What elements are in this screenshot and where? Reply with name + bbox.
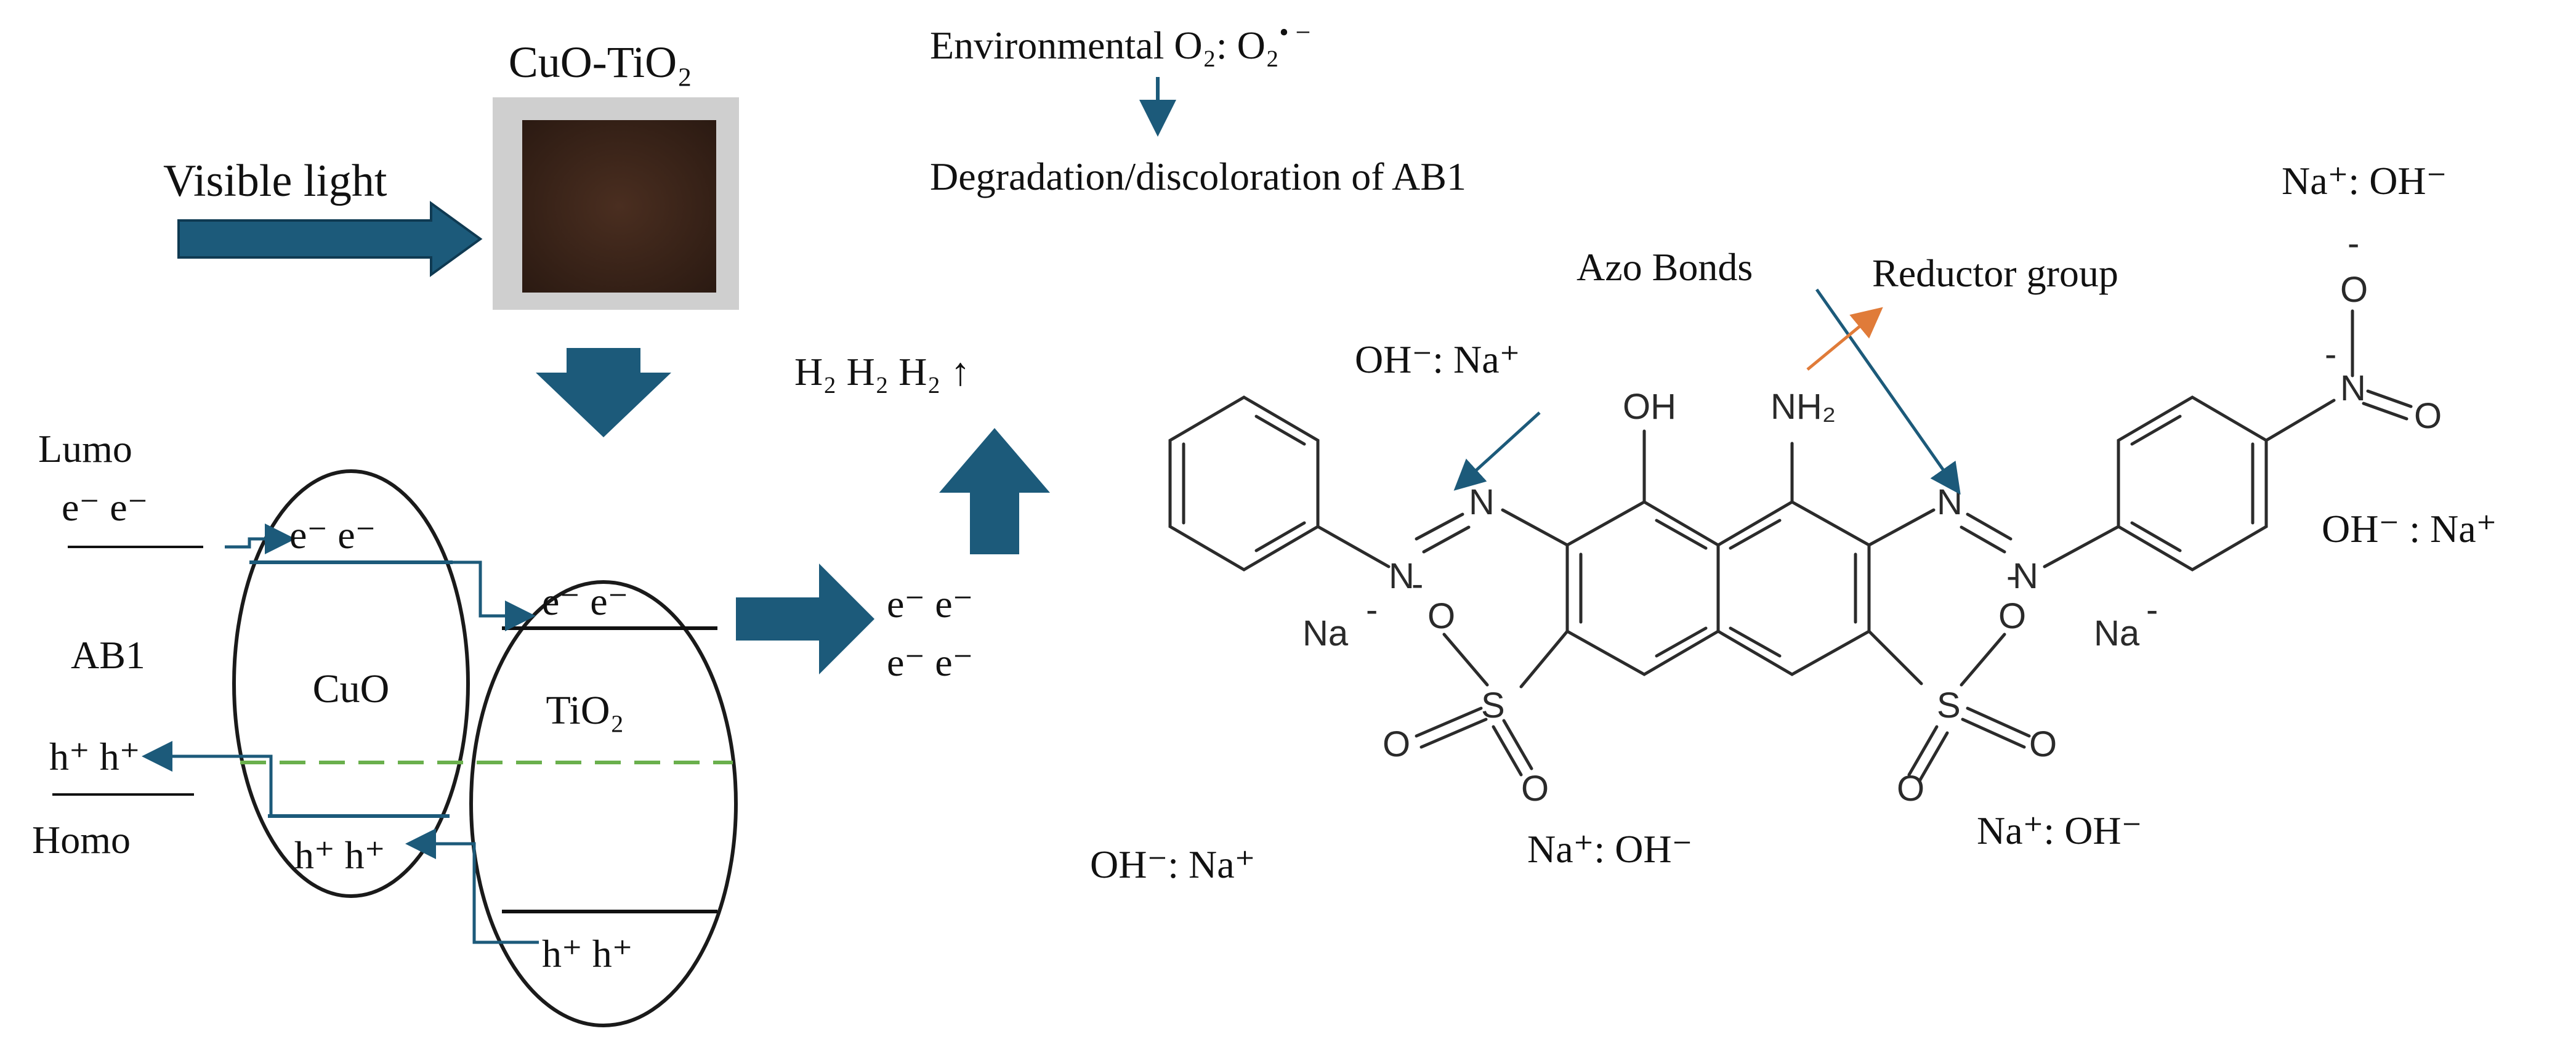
reductor-pointer <box>1806 307 1883 371</box>
cuo-cb-electrons: e⁻ e⁻ <box>289 513 376 557</box>
right-so3-o-down-a <box>1907 725 1939 777</box>
left-sulfur: S <box>1481 685 1505 726</box>
left-azo-n2: N <box>1469 482 1495 522</box>
oh-na-top-left: OH⁻: Na⁺ <box>1355 338 1520 381</box>
left-so3-o-bottom: O <box>1521 769 1549 809</box>
cuo-ellipse <box>232 469 470 898</box>
cuo-label: CuO <box>313 666 390 711</box>
right-azo-double-b <box>1960 525 2006 554</box>
right-sulfur: S <box>1937 685 1961 726</box>
left-benzene-ring <box>1168 395 1320 572</box>
sample-photo <box>493 97 739 310</box>
tio2-vb-holes: h⁺ h⁺ <box>542 932 633 976</box>
nitro-o-top: O <box>2340 270 2368 310</box>
nitro-n: N <box>2340 368 2366 408</box>
atom-labels: OH NH₂ N N N N N O - - O O - S O O Na - … <box>1302 224 2442 809</box>
oh-atom: OH <box>1623 387 1676 427</box>
left-azo-double-b <box>1422 525 1471 554</box>
right-na: Na <box>2094 613 2140 653</box>
azo-bonds-label: Azo Bonds <box>1577 245 1753 289</box>
reductor-group-label: Reductor group <box>1872 251 2118 295</box>
azo-pointer-left <box>1453 411 1541 491</box>
left-so3-o-left: O <box>1383 724 1410 764</box>
right-benzene-ring <box>2117 395 2268 572</box>
visible-light-arrow <box>177 201 483 277</box>
lumo-label: Lumo <box>38 427 132 471</box>
visible-light-label: Visible light <box>163 156 387 206</box>
left-so3-o-left-b <box>1419 718 1488 749</box>
cuo-vb-holes: h⁺ h⁺ <box>294 833 386 877</box>
free-electrons-top: e⁻ e⁻ <box>887 582 973 626</box>
na-oh-bottom-right: Na⁺: OH⁻ <box>1977 809 2142 852</box>
ring-to-nitro-bond <box>2264 398 2336 442</box>
nitro-n-minus: - <box>2325 334 2336 374</box>
right-so3-o-right-b <box>1961 718 2026 749</box>
right-so3-o-top-minus: - <box>2006 556 2018 596</box>
left-sulfonate-bond <box>1519 629 1569 689</box>
right-n-to-ring-bond <box>2043 525 2120 568</box>
naphthalene-left-ring <box>1565 500 1720 676</box>
left-so3-o-top: O <box>1427 596 1455 636</box>
nitro-n-o-double-b <box>2362 402 2408 421</box>
left-ring-to-n-bond <box>1316 525 1391 568</box>
homo-holes: h⁺ h⁺ <box>49 735 140 778</box>
electron-transfer-arrow <box>394 560 536 631</box>
left-so3-o-down-a <box>1492 725 1523 777</box>
tio2-cb-electrons: e⁻ e⁻ <box>542 580 628 623</box>
env-o2-prefix: Environmental O₂: O₂ <box>930 23 1279 67</box>
left-so3-o-up <box>1442 633 1489 687</box>
ab1-label: AB1 <box>71 633 145 677</box>
hole-transfer-arrow <box>405 828 539 944</box>
lumo-electrons: e⁻ e⁻ <box>62 485 148 529</box>
nitro-n-o-double-a <box>2366 389 2413 408</box>
right-sulfonate-bond <box>1867 629 1923 685</box>
right-so3-o-top: O <box>1998 596 2026 636</box>
nh2-atom: NH₂ <box>1770 387 1836 427</box>
na-oh-bottom-mid: Na⁺: OH⁻ <box>1527 827 1692 871</box>
na-oh-top-right: Na⁺: OH⁻ <box>2282 159 2447 203</box>
right-block-arrow <box>736 564 874 674</box>
left-n-to-naph-bond <box>1501 508 1569 547</box>
ab1-molecule <box>1168 309 2413 783</box>
sample-title: CuO-TiO₂ <box>509 38 693 87</box>
up-block-arrow <box>939 428 1050 554</box>
left-azo-double-a <box>1415 512 1464 541</box>
left-na-minus: - <box>1366 590 1378 630</box>
left-so3-o-down-b <box>1502 719 1533 770</box>
right-so3-o-down-b <box>1918 731 1949 783</box>
right-naph-to-n-bond <box>1867 508 1936 547</box>
right-azo-double-a <box>1966 512 2013 541</box>
hydrogen-label: H₂ H₂ H₂ ↑ <box>794 350 971 394</box>
free-electrons-bottom: e⁻ e⁻ <box>887 641 973 684</box>
env-o2-radical: • − <box>1279 17 1310 47</box>
left-na: Na <box>1302 613 1349 653</box>
degradation-label: Degradation/discoloration of AB1 <box>930 155 1466 198</box>
right-na-minus: - <box>2146 590 2158 630</box>
left-so3-o-left-a <box>1415 706 1483 738</box>
electron-injection-arrow <box>225 524 296 554</box>
homo-label: Homo <box>32 818 131 862</box>
oh-na-bottom-left: OH⁻: Na⁺ <box>1090 843 1255 886</box>
right-so3-o-bottom: O <box>1897 769 1924 809</box>
nitro-o-top-minus: - <box>2348 224 2359 264</box>
right-azo-n2: N <box>2013 556 2038 596</box>
left-azo-n1: N <box>1389 556 1415 596</box>
right-azo-n1: N <box>1937 482 1963 522</box>
azo-pointer-right <box>1815 288 1961 495</box>
env-o2-label: Environmental O₂: O₂• − <box>930 17 1310 67</box>
left-so3-o-top-minus: - <box>1411 564 1423 604</box>
nitro-o-right: O <box>2414 396 2442 436</box>
right-so3-o-right-a <box>1966 706 2031 738</box>
right-so3-o-right: O <box>2029 724 2057 764</box>
tio2-label: TiO₂ <box>546 688 624 733</box>
down-block-arrow <box>536 348 671 437</box>
naphthalene-right-ring <box>1716 500 1871 676</box>
hole-release-arrow <box>142 741 273 816</box>
oh-na-right: OH⁻ : Na⁺ <box>2322 507 2497 551</box>
right-so3-o-up <box>1960 633 2006 687</box>
tio2-ellipse <box>469 580 738 1027</box>
